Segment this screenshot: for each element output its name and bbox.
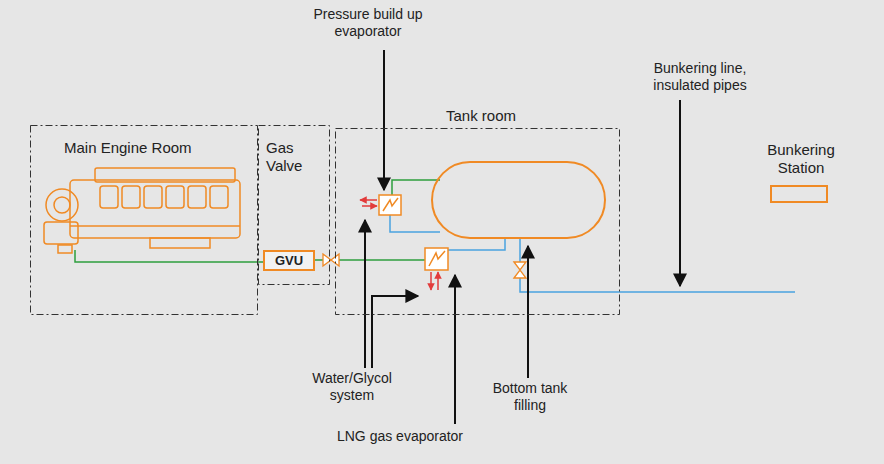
node-label: GVU [275,253,303,269]
lng-tank [432,162,605,238]
callout-label: Bunkering line, insulated pipes [630,60,770,94]
callout-label: Bottom tank filling [480,380,580,414]
bunkering-station-box: Bunkering Station [770,185,828,203]
region-outline [335,128,620,315]
node-label: Bunkering Station [756,141,846,177]
node-label: Tank room [443,107,519,125]
engine-drawing [44,168,240,253]
node-label: Main Engine Room [64,139,192,157]
engine-room-region: Main Engine Room [30,125,258,315]
callout-label: Water/Glycol system [297,370,407,404]
gvu-box: GVU [263,250,315,271]
lng-pipe [390,214,795,292]
evaporator [379,195,448,270]
glycol-flow [360,200,438,290]
valve-symbol [323,254,526,278]
node-label: Gas Valve [266,139,322,175]
tank-room-region: Tank room [335,128,620,315]
callout-label: LNG gas evaporator [300,428,500,445]
gas-valve-region: Gas ValveGVU [258,125,330,285]
leader-arrow [365,50,680,424]
callout-label: Pressure build up evaporator [308,6,428,40]
